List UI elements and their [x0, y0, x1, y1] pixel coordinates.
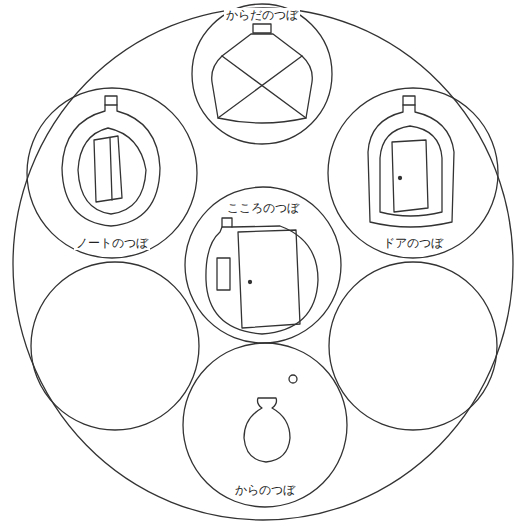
circle-outline: [190, 2, 334, 146]
outer-circle: [13, 8, 513, 520]
heart-pot: [206, 218, 318, 334]
empty-pot: [244, 375, 297, 462]
circle-outline: [326, 86, 500, 260]
pot-circle: ノートのつぼ: [25, 86, 199, 260]
pot-label: からのつぼ: [233, 483, 297, 497]
pot-label: からだのつぼ: [224, 8, 300, 22]
pot-circle: からのつぼ: [181, 341, 349, 509]
empty-circle: [329, 262, 497, 430]
pot-circle: ドアのつぼ: [326, 86, 500, 260]
pot-circle: こころのつぼ: [183, 185, 343, 345]
circle-outline: [25, 86, 199, 260]
crossed-pot: [212, 24, 313, 123]
door-pot: [368, 96, 454, 227]
notebook-pot: [62, 96, 160, 226]
pot-label: ノートのつぼ: [74, 236, 150, 250]
empty-circle: [31, 262, 199, 430]
pot-label: こころのつぼ: [225, 201, 301, 215]
pot-circle: からだのつぼ: [190, 2, 334, 146]
pot-label: ドアのつぼ: [381, 236, 445, 250]
